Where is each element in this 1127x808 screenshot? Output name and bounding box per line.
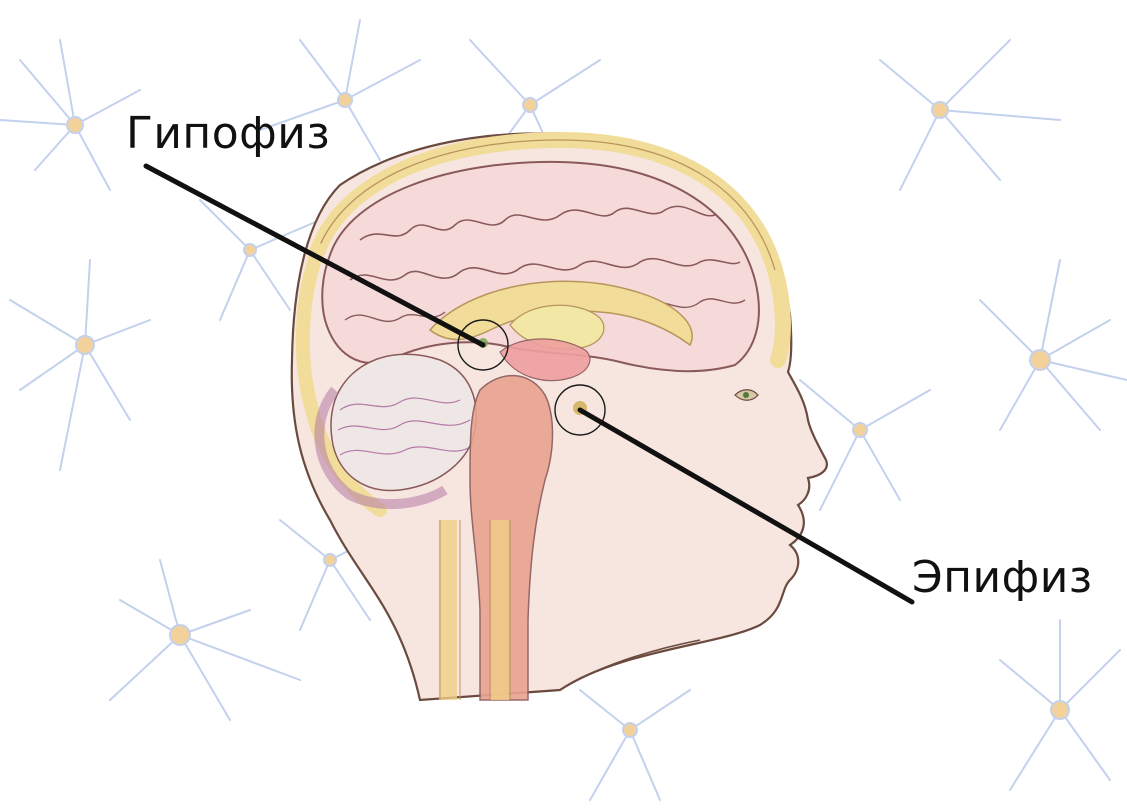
neuron-icon (110, 560, 300, 720)
pituitary-label: Гипофиз (126, 108, 330, 159)
neuron-icon (800, 380, 930, 510)
neuron-icon (880, 40, 1060, 190)
neuron-icon (580, 690, 690, 800)
neuron-icon (0, 40, 140, 190)
neuron-icon (10, 260, 150, 470)
neuron-icon (980, 260, 1127, 430)
neuron-icon (1000, 620, 1120, 790)
pineal-label: Эпифиз (912, 552, 1093, 603)
